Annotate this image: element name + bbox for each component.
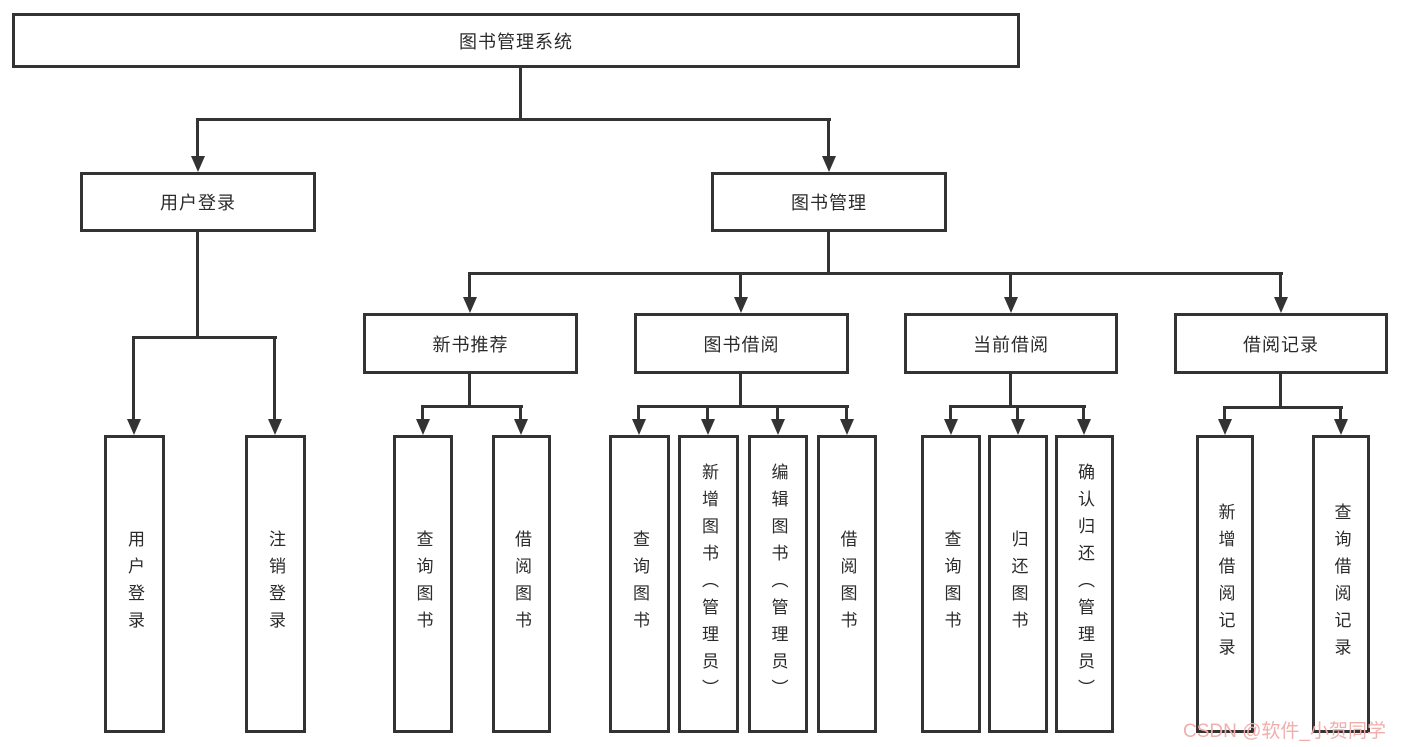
node-root-label: 图书管理系统 — [459, 31, 573, 52]
connector-line — [196, 118, 831, 121]
node-book-borrowing-label: 图书借阅 — [703, 334, 780, 355]
leaf-recommend-query-books-label: 查询图书 — [413, 530, 433, 638]
connector-line — [637, 405, 640, 419]
arrow-down-icon — [1077, 419, 1091, 435]
arrow-down-icon — [416, 419, 430, 435]
leaf-current-confirm-return-admin: 确认归还（管理员） — [1055, 435, 1114, 733]
connector-line — [468, 374, 471, 405]
node-root: 图书管理系统 — [12, 13, 1020, 68]
arrow-down-icon — [1334, 419, 1348, 435]
leaf-borrow-add-books-admin-label: 新增图书（管理员） — [699, 462, 718, 706]
connector-line — [421, 405, 424, 419]
watermark: CSDN @软件_小贺同学 — [1183, 721, 1386, 742]
leaf-current-query-books-label: 查询图书 — [941, 530, 961, 638]
leaf-borrow-edit-books-admin: 编辑图书（管理员） — [748, 435, 808, 733]
leaf-user-login-label: 用户登录 — [125, 530, 144, 638]
node-book-borrowing: 图书借阅 — [634, 313, 849, 374]
connector-line — [845, 405, 848, 419]
connector-line — [637, 405, 849, 408]
node-borrow-records-label: 借阅记录 — [1243, 334, 1319, 355]
connector-line — [1223, 406, 1226, 419]
node-borrow-records: 借阅记录 — [1174, 313, 1388, 374]
node-new-book-recommend: 新书推荐 — [363, 313, 578, 374]
node-user-login: 用户登录 — [80, 172, 316, 232]
node-user-login-label: 用户登录 — [160, 193, 236, 213]
connector-line — [739, 272, 742, 297]
connector-line — [196, 118, 199, 156]
leaf-recommend-borrow-books-label: 借阅图书 — [512, 530, 531, 638]
arrow-down-icon — [1274, 297, 1288, 313]
connector-line — [827, 118, 830, 156]
connector-line — [1016, 405, 1019, 419]
node-current-borrowing-label: 当前借阅 — [973, 334, 1049, 355]
arrow-down-icon — [514, 419, 528, 435]
connector-line — [273, 336, 276, 419]
leaf-current-return-books-label: 归还图书 — [1008, 530, 1028, 638]
leaf-current-return-books: 归还图书 — [988, 435, 1048, 733]
leaf-logout-label: 注销登录 — [266, 530, 285, 638]
connector-line — [1279, 374, 1282, 406]
arrow-down-icon — [771, 419, 785, 435]
connector-line — [739, 374, 742, 405]
arrow-down-icon — [1011, 419, 1025, 435]
connector-line — [949, 405, 952, 419]
arrow-down-icon — [734, 297, 748, 313]
node-new-book-recommend-label: 新书推荐 — [432, 334, 509, 355]
leaf-current-query-books: 查询图书 — [921, 435, 981, 733]
connector-line — [468, 272, 471, 297]
leaf-borrow-add-books-admin: 新增图书（管理员） — [678, 435, 739, 733]
connector-line — [468, 272, 1283, 275]
arrow-down-icon — [268, 419, 282, 435]
node-book-management-label: 图书管理 — [791, 193, 867, 213]
connector-line — [519, 405, 522, 419]
leaf-records-add-record: 新增借阅记录 — [1196, 435, 1254, 733]
connector-line — [196, 232, 199, 336]
connector-line — [1009, 272, 1012, 297]
connector-line — [1339, 406, 1342, 419]
arrow-down-icon — [191, 156, 205, 172]
arrow-down-icon — [701, 419, 715, 435]
connector-line — [132, 336, 277, 339]
leaf-borrow-query-books: 查询图书 — [609, 435, 670, 733]
leaf-records-add-record-label: 新增借阅记录 — [1215, 503, 1235, 665]
arrow-down-icon — [822, 156, 836, 172]
connector-line — [519, 68, 522, 118]
leaf-current-confirm-return-admin-label: 确认归还（管理员） — [1075, 462, 1094, 706]
arrow-down-icon — [127, 419, 141, 435]
connector-line — [1082, 405, 1085, 419]
leaf-borrow-query-books-label: 查询图书 — [630, 530, 649, 638]
leaf-records-query-record-label: 查询借阅记录 — [1331, 503, 1351, 665]
connector-line — [421, 405, 523, 408]
connector-line — [706, 405, 709, 419]
leaf-borrow-borrow-books: 借阅图书 — [817, 435, 877, 733]
connector-line — [1223, 406, 1343, 409]
leaf-logout: 注销登录 — [245, 435, 306, 733]
arrow-down-icon — [1004, 297, 1018, 313]
connector-line — [132, 336, 135, 419]
connector-line — [1009, 374, 1012, 405]
leaf-recommend-query-books: 查询图书 — [393, 435, 453, 733]
leaf-recommend-borrow-books: 借阅图书 — [492, 435, 551, 733]
leaf-records-query-record: 查询借阅记录 — [1312, 435, 1370, 733]
arrow-down-icon — [1218, 419, 1232, 435]
node-book-management: 图书管理 — [711, 172, 947, 232]
connector-line — [1279, 272, 1282, 297]
connector-line — [776, 405, 779, 419]
leaf-borrow-edit-books-admin-label: 编辑图书（管理员） — [768, 462, 788, 706]
arrow-down-icon — [463, 297, 477, 313]
arrow-down-icon — [632, 419, 646, 435]
leaf-user-login: 用户登录 — [104, 435, 165, 733]
node-current-borrowing: 当前借阅 — [904, 313, 1118, 374]
arrow-down-icon — [944, 419, 958, 435]
arrow-down-icon — [840, 419, 854, 435]
leaf-borrow-borrow-books-label: 借阅图书 — [837, 530, 857, 638]
connector-line — [827, 232, 830, 272]
